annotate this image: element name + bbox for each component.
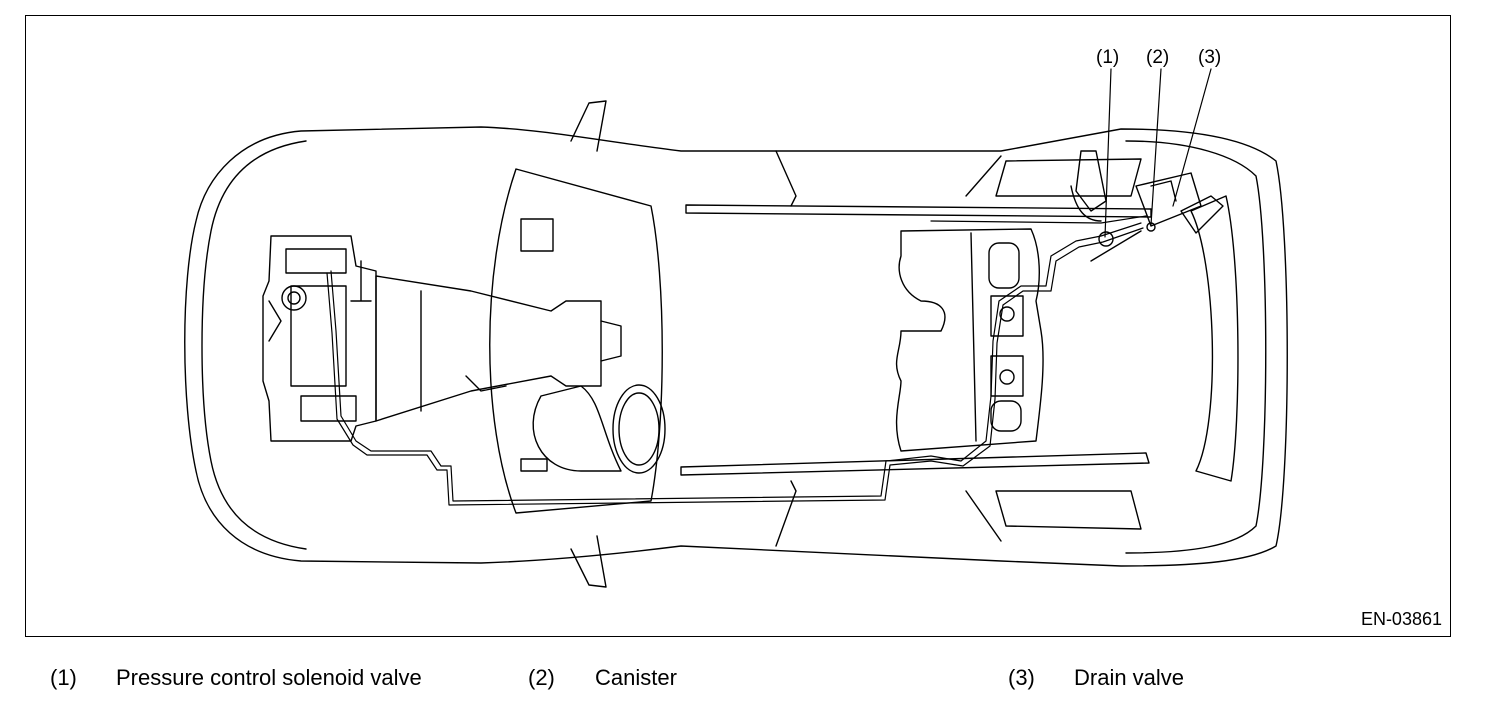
- door-line-left-rear: [965, 155, 1002, 197]
- car-body-inner-outline: [201, 140, 307, 550]
- door-line-left-front: [775, 150, 797, 207]
- callout-leader-3: [1172, 68, 1212, 207]
- transmission: [375, 275, 622, 422]
- fuel-tank: [895, 228, 1044, 452]
- legend-text: Pressure control solenoid valve: [116, 665, 422, 690]
- dash-component: [520, 218, 554, 252]
- car-body-outline: [184, 126, 1288, 567]
- door-line-right-rear: [965, 490, 1002, 542]
- callout-leader-2: [1150, 68, 1162, 226]
- rear-right-window: [995, 490, 1142, 530]
- left-mirror: [570, 100, 607, 152]
- callout-leader-1: [1104, 68, 1112, 238]
- figure-code: EN-03861: [1360, 609, 1442, 629]
- right-mirror: [570, 535, 607, 588]
- canister-line: [930, 215, 1147, 224]
- callout-2-label: (2): [1146, 47, 1170, 68]
- evaporation-line-parallel: [326, 227, 1144, 506]
- evaporation-line: [330, 222, 1142, 502]
- vehicle-evap-system-drawing: [184, 68, 1288, 588]
- legend-text: Drain valve: [1074, 665, 1185, 690]
- diagram-frame: (1) (2) (3) EN-03861: [25, 15, 1451, 637]
- door-line-right-front: [775, 480, 797, 547]
- windshield-frame: [489, 168, 663, 514]
- right-roof-rail: [680, 452, 1150, 476]
- legend-number: (3): [1008, 665, 1035, 690]
- callout-3-label: (3): [1198, 47, 1222, 68]
- legend-number: (2): [528, 665, 555, 690]
- legend-text: Canister: [595, 665, 677, 690]
- rear-gate-glass: [1190, 195, 1239, 482]
- front-differential: [532, 384, 666, 474]
- callout-1-label: (1): [1096, 47, 1120, 68]
- dash-component-small: [520, 458, 548, 472]
- legend-number: (1): [50, 665, 77, 690]
- engine-assembly: [262, 235, 377, 442]
- rear-left-window: [995, 158, 1142, 197]
- rear-body-inner-outline: [1125, 140, 1267, 554]
